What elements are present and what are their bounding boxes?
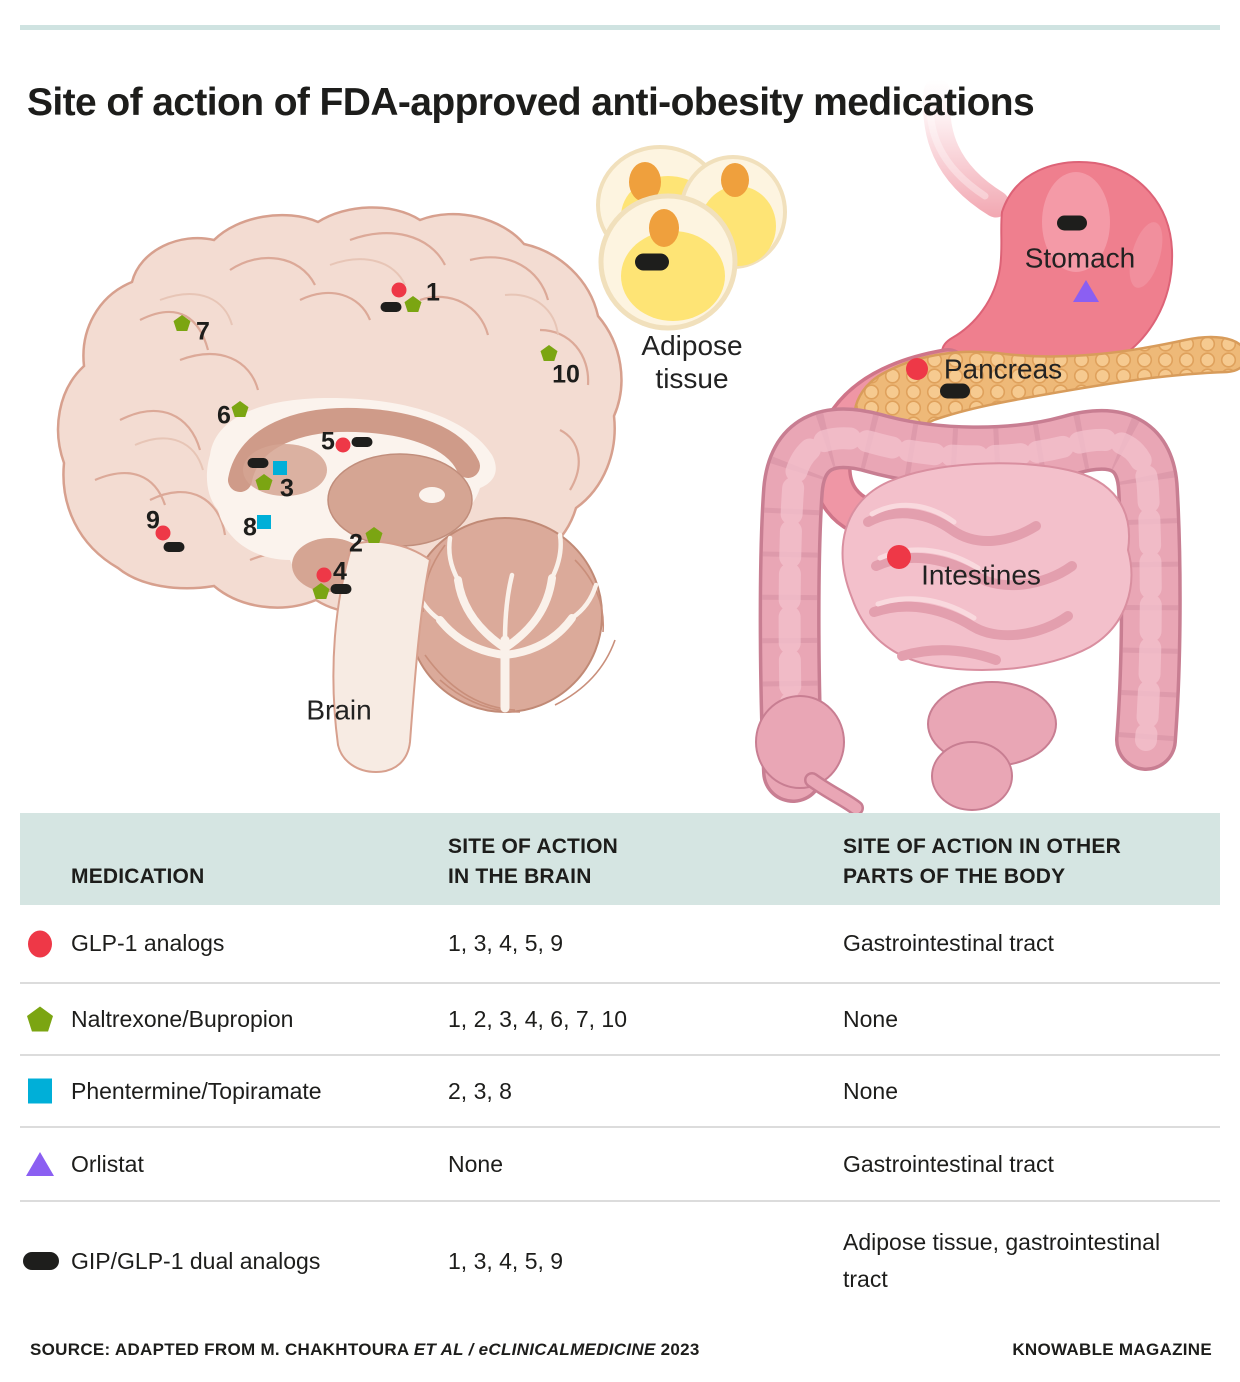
glp1-circle-marker [155, 525, 171, 541]
gip-glp1-pill-marker [163, 542, 185, 552]
glp1-circle-marker [335, 437, 351, 453]
site-number: 1 [426, 278, 440, 307]
table-row-phentermine-topiramate: Phentermine/Topiramate 2, 3, 8 None [20, 1056, 1220, 1128]
medication-name: GIP/GLP-1 dual analogs [71, 1247, 321, 1274]
brain-label: Brain [306, 694, 372, 726]
adipose-tissue-label: Adipose tissue [641, 330, 743, 394]
table-row-orlistat: Orlistat None Gastrointestinal tract [20, 1128, 1220, 1202]
source-credit: SOURCE: ADAPTED FROM M. CHAKHTOURA ET AL… [30, 1340, 700, 1359]
publisher-credit: KNOWABLE MAGAZINE [1012, 1340, 1212, 1359]
naltrexone-pentagon-marker [540, 345, 558, 361]
naltrexone-pentagon-marker [255, 474, 273, 490]
site-number: 5 [321, 427, 335, 456]
brain-sites-value: 1, 3, 4, 5, 9 [448, 1247, 564, 1274]
site-number: 3 [280, 474, 294, 503]
adipose-tissue-drawing [596, 145, 787, 331]
site-number: 7 [196, 317, 210, 346]
gip-glp1-pill-marker-pancreas [940, 383, 970, 399]
gip-glp1-pill-marker-adipose [635, 253, 669, 271]
site-number: 2 [349, 529, 363, 558]
pancreas-label: Pancreas [943, 353, 1063, 385]
phentermine-topiramate-icon [28, 1078, 52, 1104]
brain-sites-value: None [448, 1150, 503, 1177]
glp1-circle-marker-intestines [887, 545, 911, 569]
gip-glp1-pill-marker [351, 437, 373, 447]
gip-glp1-pill-marker [247, 458, 269, 468]
naltrexone-pentagon-marker [312, 583, 330, 599]
table-row-gip-glp1-dual-analogs: GIP/GLP-1 dual analogs 1, 3, 4, 5, 9 Adi… [20, 1202, 1220, 1320]
glp1-circle-marker [316, 567, 332, 583]
gip-glp1-pill-marker-stomach [1057, 215, 1087, 231]
naltrexone-pentagon-marker [404, 296, 422, 312]
gip-glp1-pill-marker [380, 302, 402, 312]
glp1-circle-marker [391, 282, 407, 298]
glp1-analogs-icon [28, 930, 52, 957]
gip-glp1-pill-marker [330, 584, 352, 594]
body-sites-value: None [843, 1005, 898, 1032]
footer: SOURCE: ADAPTED FROM M. CHAKHTOURA ET AL… [30, 1340, 1212, 1360]
stomach-label: Stomach [1024, 242, 1136, 274]
naltrexone-pentagon-marker [365, 527, 383, 543]
table-row-glp1-analogs: GLP-1 analogs 1, 3, 4, 5, 9 Gastrointest… [20, 905, 1220, 984]
gip-glp1-dual-analogs-icon [23, 1252, 59, 1270]
medication-name: Orlistat [71, 1150, 144, 1177]
brain-sites-value: 1, 3, 4, 5, 9 [448, 930, 564, 956]
header-site-body: SITE OF ACTION IN OTHER PARTS OF THE BOD… [843, 835, 1121, 888]
naltrexone-pentagon-marker [231, 401, 249, 417]
medication-name: Phentermine/Topiramate [71, 1077, 322, 1104]
phentermine-square-marker [273, 461, 287, 475]
brain-sites-value: 2, 3, 8 [448, 1077, 512, 1104]
site-number: 4 [333, 557, 347, 586]
header-medication: MEDICATION [71, 865, 205, 888]
medication-table: MEDICATION SITE OF ACTION IN THE BRAIN S… [20, 813, 1220, 1320]
body-sites-value: Adipose tissue, gastrointestinal tract [843, 1229, 1161, 1292]
body-sites-value: Gastrointestinal tract [843, 1150, 1054, 1177]
brain-sites-value: 1, 2, 3, 4, 6, 7, 10 [448, 1005, 628, 1032]
body-sites-value: None [843, 1077, 898, 1104]
digestive-system-drawing [755, 78, 1240, 816]
table-header-row: MEDICATION SITE OF ACTION IN THE BRAIN S… [20, 813, 1220, 905]
intestines-label: Intestines [921, 559, 1041, 591]
body-sites-value: Gastrointestinal tract [843, 930, 1054, 956]
phentermine-square-marker [257, 515, 271, 529]
glp1-circle-marker-pancreas [906, 358, 928, 380]
top-accent-bar [20, 25, 1220, 30]
naltrexone-pentagon-marker [173, 315, 191, 331]
site-number: 6 [217, 401, 231, 430]
brain-drawing [56, 206, 623, 774]
header-site-brain: SITE OF ACTION IN THE BRAIN [448, 835, 619, 888]
site-number: 10 [552, 360, 580, 389]
site-number: 8 [243, 513, 257, 542]
table-row-naltrexone-bupropion: Naltrexone/Bupropion 1, 2, 3, 4, 6, 7, 1… [20, 984, 1220, 1056]
page-title: Site of action of FDA-approved anti-obes… [27, 81, 1035, 125]
medication-name: GLP-1 analogs [71, 930, 225, 956]
medication-name: Naltrexone/Bupropion [71, 1005, 294, 1032]
